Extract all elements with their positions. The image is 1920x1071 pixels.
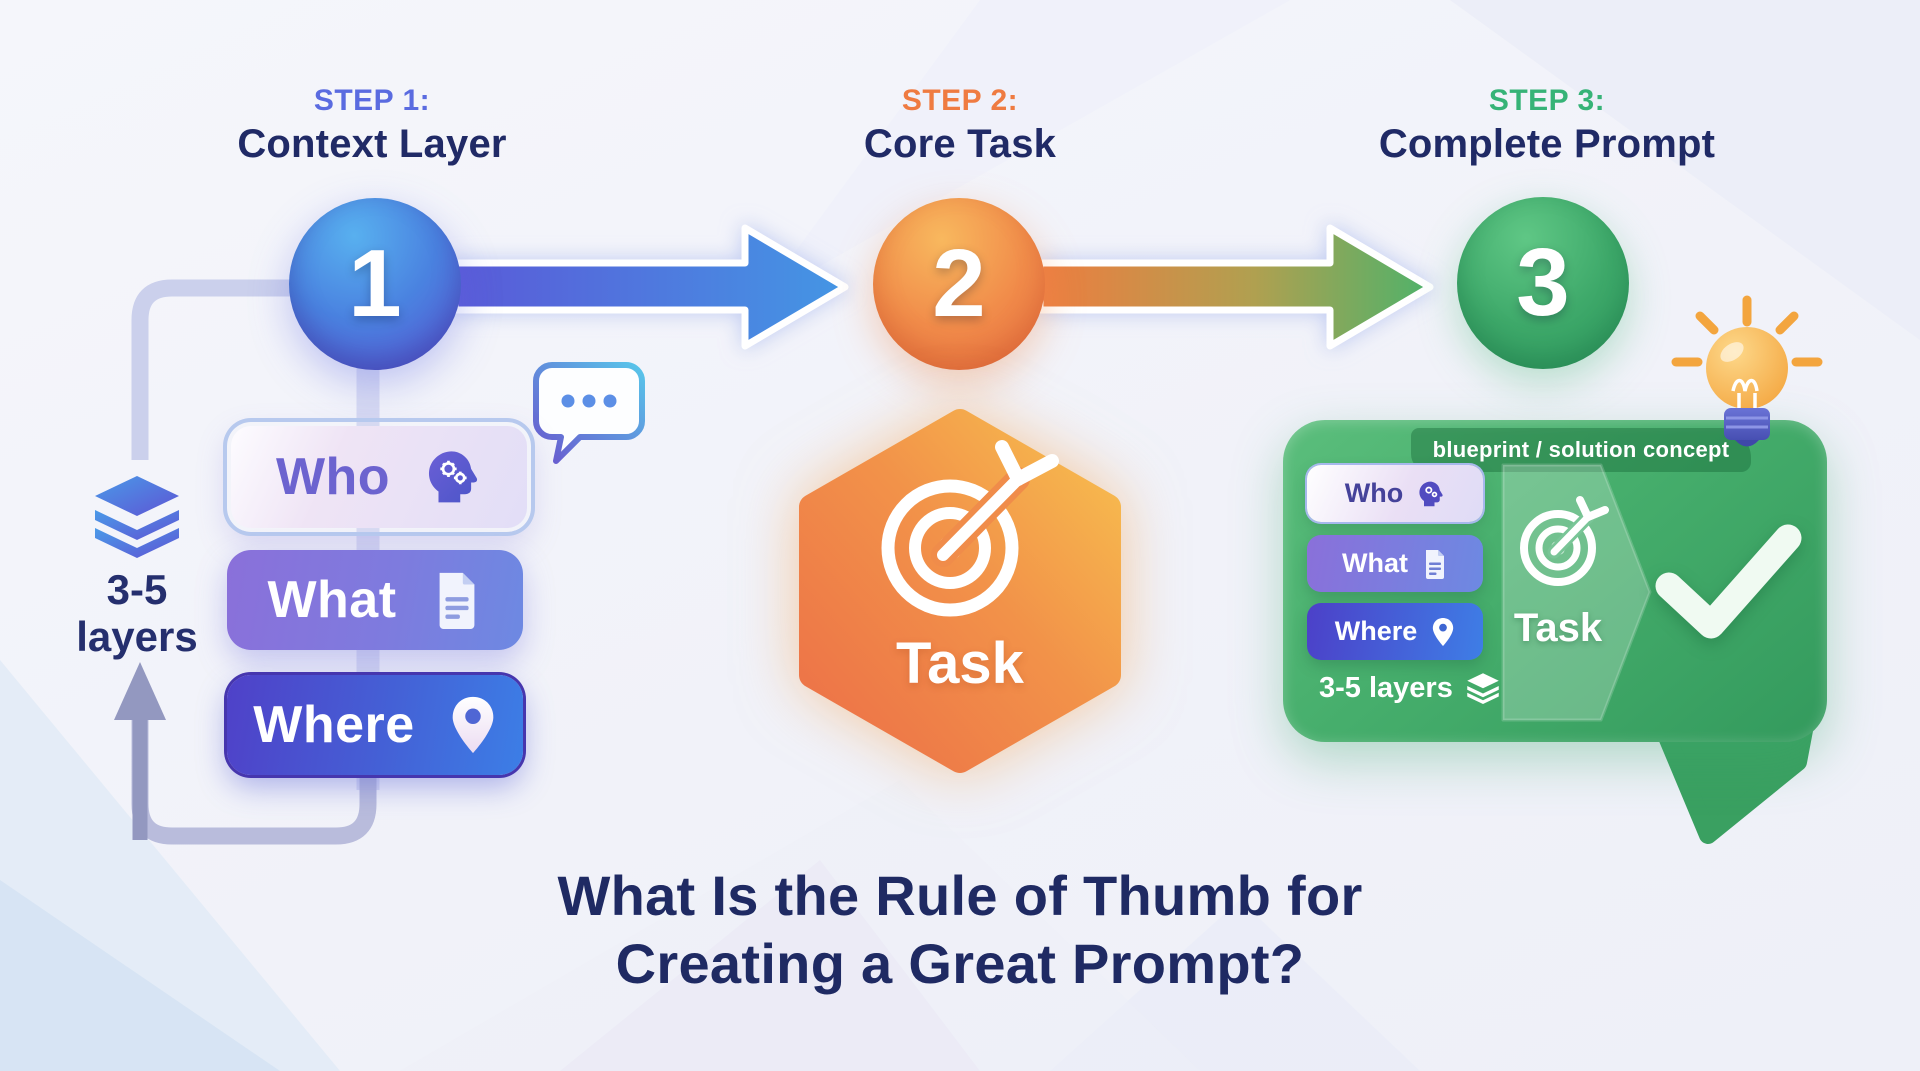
step3-circle: 3 — [1457, 197, 1629, 369]
panel-box-what-label: What — [1342, 548, 1408, 578]
loop-up-arrow-head — [114, 662, 166, 720]
complete-prompt-panel: blueprint / solution concept Who What Wh… — [1283, 420, 1827, 742]
context-box-what: What — [227, 550, 523, 650]
step3-number: 3 — [1516, 229, 1570, 336]
panel-artwork — [1501, 463, 1802, 722]
title-line1: What Is the Rule of Thumb for — [557, 864, 1363, 927]
target-dart-icon — [881, 440, 1059, 617]
core-task-label: Task — [896, 631, 1024, 696]
step1-header: STEP 1: Context Layer — [122, 84, 622, 167]
step2-header: STEP 2: Core Task — [710, 84, 1210, 167]
head-gears-icon — [1419, 481, 1443, 506]
task-pentagon — [1501, 463, 1652, 722]
step1-name: Context Layer — [237, 122, 507, 166]
target-dart-icon — [1520, 496, 1609, 586]
context-box-where-label: Where — [253, 696, 415, 754]
location-pin-icon — [452, 696, 494, 754]
location-pin-icon — [1433, 617, 1454, 646]
main-question-title: What Is the Rule of Thumb for Creating a… — [0, 862, 1920, 998]
chat-bubble-icon — [533, 362, 645, 464]
arrow-step1-to-step2 — [451, 224, 849, 350]
panel-layers-note-label: 3-5 layers — [1319, 672, 1453, 704]
step1-number: 1 — [348, 230, 402, 337]
layers-count-note: 3-5 layers — [37, 566, 237, 660]
layers-stack-icon — [95, 476, 179, 558]
context-box-who: Who — [227, 422, 531, 532]
arrow-step2-to-step3 — [1036, 224, 1434, 350]
step2-label: STEP 2: — [901, 84, 1019, 117]
step2-circle: 2 — [873, 198, 1045, 370]
bulb-rays — [1671, 295, 1823, 367]
document-icon — [1425, 549, 1444, 579]
panel-box-what: What — [1307, 535, 1483, 592]
layers-stack-icon — [1467, 672, 1499, 704]
step2-number: 2 — [932, 230, 986, 337]
panel-box-who-label: Who — [1344, 478, 1404, 508]
step2-name: Core Task — [863, 122, 1057, 166]
layers-count-line1: 3-5 — [106, 566, 168, 613]
panel-box-who: Who — [1307, 465, 1483, 522]
step3-label: STEP 3: — [1488, 84, 1606, 117]
blueprint-badge: blueprint / solution concept — [1411, 428, 1751, 472]
panel-layers-note: 3-5 layers — [1319, 672, 1501, 705]
lightbulb-icon — [1671, 295, 1823, 447]
step1-circle: 1 — [289, 198, 461, 370]
checkmark-icon — [1655, 524, 1802, 639]
context-box-what-label: What — [267, 571, 397, 629]
context-box-who-label: Who — [275, 448, 391, 506]
head-gears-icon — [429, 451, 478, 503]
layers-count-line2: layers — [76, 613, 198, 660]
loop-line-top — [131, 279, 300, 460]
title-line2: Creating a Great Prompt? — [615, 932, 1305, 995]
panel-box-where-label: Where — [1334, 616, 1418, 646]
panel-box-where: Where — [1307, 603, 1483, 660]
document-icon — [439, 572, 474, 629]
step3-header: STEP 3: Complete Prompt — [1297, 84, 1797, 167]
core-task-hexagon — [799, 409, 1121, 773]
step3-name: Complete Prompt — [1378, 122, 1716, 166]
step1-label: STEP 1: — [313, 84, 431, 117]
panel-task-label: Task — [1513, 606, 1603, 650]
context-box-where: Where — [227, 675, 523, 775]
